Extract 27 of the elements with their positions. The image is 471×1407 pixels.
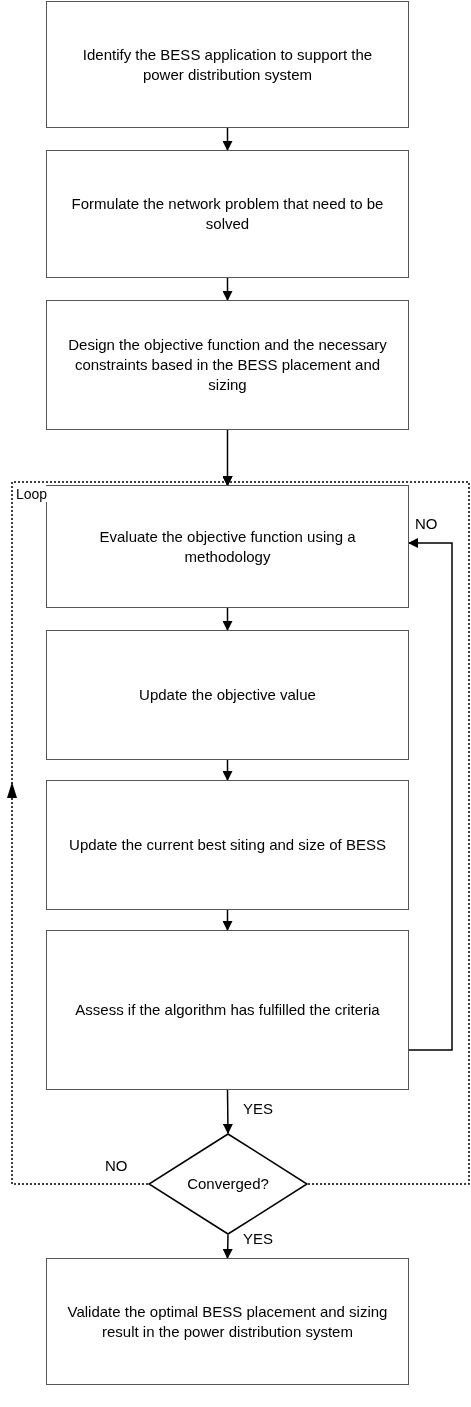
decision-text: Converged? xyxy=(187,1173,269,1194)
dotted-loop-arrow xyxy=(222,476,470,1185)
arrow xyxy=(222,909,233,931)
process-box xyxy=(46,485,409,608)
step-text: Design the objective function and the necessary constraints based in the BESS placement and sizing xyxy=(67,335,388,395)
process-box xyxy=(46,930,409,1090)
arrow xyxy=(222,127,233,151)
arrow xyxy=(222,607,233,631)
step-text: Update the objective value xyxy=(139,685,316,705)
arrow xyxy=(222,1089,233,1134)
process-box xyxy=(46,1258,409,1385)
process-box xyxy=(46,300,409,430)
arrow xyxy=(222,277,233,301)
process-box xyxy=(46,1,409,128)
arrow xyxy=(408,538,453,1051)
step-text: Identify the BESS application to support the power distribution system xyxy=(81,44,374,85)
arrow xyxy=(222,1234,233,1259)
loop-label: Loop xyxy=(16,486,48,502)
step-text: Validate the optimal BESS placement and sizing result in the power distribution system xyxy=(66,1301,389,1342)
step-text: Formulate the network problem that need to be solved xyxy=(70,194,385,234)
process-box xyxy=(46,780,409,910)
step-text: Update the current best siting and size of BESS xyxy=(69,835,386,855)
process-box xyxy=(46,630,409,760)
step-text: Evaluate the objective function using a methodology xyxy=(98,526,357,567)
step-text: Assess if the algorithm has fulfilled the criteria xyxy=(75,1000,380,1020)
arrow xyxy=(222,759,233,781)
process-box xyxy=(46,150,409,278)
